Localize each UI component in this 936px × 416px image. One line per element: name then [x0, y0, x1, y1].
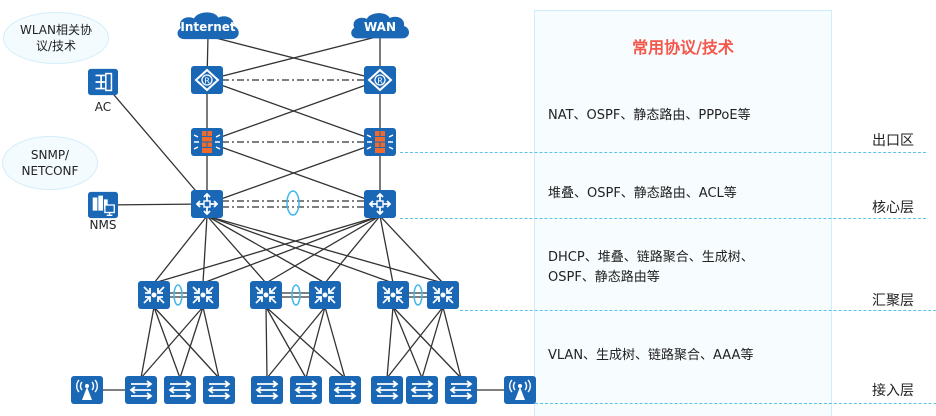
link-a5-s8 — [392, 306, 423, 379]
link-c2-a4 — [324, 215, 381, 284]
link-ac-core — [102, 81, 208, 205]
mgmt-bubble-line2: NETCONF — [21, 164, 79, 178]
wlan-bubble-line2: 议/技术 — [35, 39, 77, 53]
nodes-layer: Internet WAN — [71, 12, 536, 404]
router-1-icon — [191, 66, 223, 94]
link-c1-a5 — [206, 215, 394, 284]
aggregation-protocols-line1: DHCP、堆叠、链路聚合、生成树、 — [548, 250, 754, 265]
firewall-1-icon — [191, 128, 223, 156]
aggregation-layer-divider — [460, 310, 936, 311]
link-c2-a6 — [379, 215, 444, 284]
link-r2-f1 — [206, 79, 381, 143]
protocol-panel-title: 常用协议/技术 — [632, 38, 734, 57]
link-a1-s1 — [140, 306, 155, 379]
link-a5-s9 — [392, 306, 462, 379]
internet-cloud-label: Internet — [180, 20, 235, 34]
link-c2-a3 — [265, 215, 381, 284]
wlan-protocols-bubble: WLAN相关协 议/技术 — [3, 12, 109, 64]
access-switch-4-icon — [249, 376, 285, 404]
mgmt-bubble-line1: SNMP/ — [30, 148, 70, 162]
access-switch-3-icon — [201, 376, 237, 404]
layer-label-core: 核心层 — [872, 200, 914, 216]
core-switch-1-icon — [191, 190, 223, 218]
core-switch-2-icon — [364, 190, 396, 218]
link-a4-s6 — [324, 306, 346, 379]
wireless-controller-icon — [88, 68, 118, 96]
link-a2-s1 — [140, 306, 204, 379]
link-c2-a2 — [202, 215, 381, 284]
access-switch-1-icon — [123, 376, 159, 404]
link-a3-s6 — [265, 306, 346, 379]
agg-stack-ring-3 — [413, 284, 423, 306]
aggregation-switch-3-icon — [250, 281, 282, 309]
nms-server-icon — [88, 191, 118, 219]
layer-label-aggregation: 汇聚层 — [872, 293, 914, 309]
access-point-1-icon — [71, 376, 103, 404]
ac-label: AC — [94, 100, 112, 114]
aggregation-switch-2-icon — [187, 281, 219, 309]
link-c1-a6 — [206, 215, 444, 284]
link-a1-s2 — [153, 306, 181, 379]
link-c1-a1 — [153, 215, 208, 284]
link-c2-a1 — [153, 215, 381, 284]
link-a2-s3 — [202, 306, 220, 379]
link-a4-s5 — [305, 306, 326, 379]
link-a3-s4 — [265, 306, 268, 379]
access-switch-2-icon — [162, 376, 198, 404]
agg-stack-ring-2 — [291, 284, 301, 306]
access-point-2-icon — [504, 376, 536, 404]
links-layer — [87, 35, 520, 391]
agg-stack-ring-1 — [173, 284, 183, 306]
link-a6-s8 — [421, 306, 444, 379]
link-c1-a2 — [202, 215, 208, 284]
link-c2-a5 — [379, 215, 394, 284]
access-switch-5-icon — [288, 376, 324, 404]
layer-label-egress: 出口区 — [872, 133, 914, 149]
access-switch-6-icon — [327, 376, 363, 404]
link-a4-s4 — [266, 306, 326, 379]
link-a3-s5 — [265, 306, 307, 379]
link-a6-s9 — [442, 306, 462, 379]
access-switch-9-icon — [443, 376, 479, 404]
access-layer-divider — [535, 403, 936, 404]
link-a1-s3 — [153, 306, 220, 379]
core-layer-divider — [400, 218, 926, 219]
aggregation-switch-1-icon — [138, 281, 170, 309]
link-c1-a3 — [206, 215, 267, 284]
wan-cloud-label: WAN — [364, 20, 396, 34]
link-nms-core — [102, 203, 208, 206]
firewall-2-icon — [364, 128, 396, 156]
nms-label: NMS — [89, 218, 117, 232]
link-wan-r1 — [206, 35, 381, 81]
access-protocols: VLAN、生成树、链路聚合、AAA等 — [548, 348, 754, 363]
aggregation-switch-5-icon — [377, 281, 409, 309]
link-a6-s7 — [386, 306, 444, 379]
egress-layer-divider — [400, 152, 926, 153]
router-2-icon — [364, 66, 396, 94]
access-switch-7-icon — [369, 376, 405, 404]
management-protocols-bubble: SNMP/ NETCONF — [2, 136, 98, 190]
protocol-panel — [534, 10, 832, 416]
aggregation-switch-6-icon — [427, 281, 459, 309]
core-stack-ring — [286, 190, 300, 216]
access-switch-8-icon — [404, 376, 440, 404]
egress-protocols: NAT、OSPF、静态路由、PPPoE等 — [548, 108, 751, 123]
aggregation-switch-4-icon — [309, 281, 341, 309]
layer-label-access: 接入层 — [872, 383, 914, 399]
link-a2-s2 — [179, 306, 204, 379]
aggregation-protocols-line2: OSPF、静态路由等 — [548, 270, 660, 285]
core-protocols: 堆叠、OSPF、静态路由、ACL等 — [548, 186, 737, 201]
link-f2-c1 — [206, 141, 381, 205]
link-a5-s7 — [386, 306, 394, 379]
wlan-bubble-line1: WLAN相关协 — [19, 23, 92, 37]
